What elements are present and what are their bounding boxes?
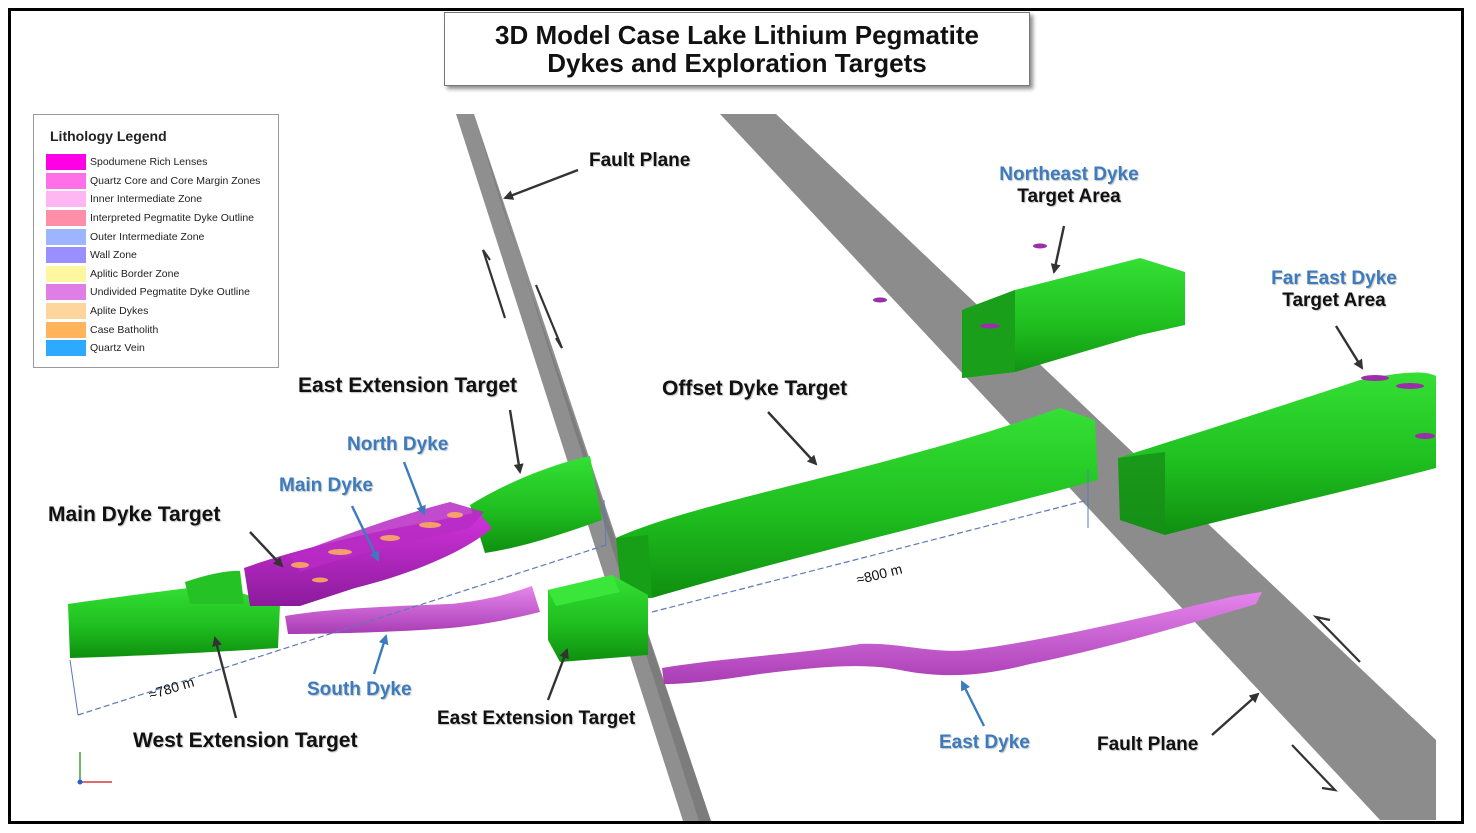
label-east-dyke: East Dyke [939, 732, 1030, 753]
label-west-extension: West Extension Target [133, 729, 358, 752]
legend-label: Quartz Core and Core Margin Zones [90, 174, 261, 187]
legend-label: Quartz Vein [90, 342, 145, 355]
measure-line-west [77, 544, 607, 716]
fault-movement-arrows [481, 249, 1361, 792]
south-dyke-body [285, 586, 540, 634]
legend-item: Spodumene Rich Lenses [46, 153, 260, 172]
legend-swatch [46, 303, 86, 320]
legend-item: Outer Intermediate Zone [46, 227, 260, 246]
legend-label: Aplite Dykes [90, 305, 149, 318]
label-far-east-target: Target Area [1282, 289, 1386, 311]
legend-item: Interpreted Pegmatite Dyke Outline [46, 209, 260, 228]
blue-pointer-arrows [350, 461, 986, 727]
northeast-dyke-block [962, 258, 1185, 378]
legend-swatch [46, 191, 86, 208]
label-far-east-dyke: Far East Dyke [1271, 268, 1397, 289]
title-line-2: Dykes and Exploration Targets [547, 48, 927, 78]
legend-label: Interpreted Pegmatite Dyke Outline [90, 212, 255, 225]
legend-swatch [46, 265, 86, 282]
legend-label: Case Batholith [90, 323, 159, 336]
main-dyke-spodumene-lenses [291, 512, 463, 583]
legend-swatch [46, 284, 86, 301]
label-offset-dyke: Offset Dyke Target [662, 377, 848, 400]
label-south-dyke: South Dyke [307, 679, 412, 700]
legend-label: Inner Intermediate Zone [90, 193, 203, 206]
legend-swatch [46, 340, 86, 357]
label-far-east-dyke-group: Far East Dyke Target Area [1258, 268, 1410, 312]
label-fault-plane-bottom: Fault Plane [1097, 734, 1199, 755]
legend-item: Inner Intermediate Zone [46, 190, 260, 209]
measure-line-east [651, 499, 1089, 613]
east-dyke-body [662, 592, 1262, 684]
legend-label: Wall Zone [90, 249, 137, 262]
label-east-extension-top: East Extension Target [298, 374, 518, 397]
legend-label: Undivided Pegmatite Dyke Outline [90, 286, 250, 299]
title-box: 3D Model Case Lake Lithium Pegmatite Dyk… [444, 12, 1030, 86]
east-extension-lower-block [548, 575, 648, 662]
legend-label: Outer Intermediate Zone [90, 230, 205, 243]
legend-swatch [46, 210, 86, 227]
measure-tick-west-left [69, 659, 79, 716]
west-extension-block [68, 570, 280, 658]
measure-tick-west-right [603, 499, 607, 546]
legend-item: Case Batholith [46, 320, 260, 339]
legend-swatch [46, 247, 86, 264]
label-east-extension-bottom: East Extension Target [437, 708, 636, 729]
legend-item: Aplite Dykes [46, 302, 260, 321]
axes-triad [77, 752, 112, 785]
legend-item: Quartz Core and Core Margin Zones [46, 172, 260, 191]
label-northeast-dyke: Northeast Dyke [999, 164, 1139, 185]
title-line-1: 3D Model Case Lake Lithium Pegmatite [494, 20, 979, 50]
legend-swatch [46, 154, 86, 171]
far-east-dyke-block [1118, 372, 1436, 535]
label-northeast-target: Target Area [1017, 185, 1121, 207]
legend-swatch [46, 228, 86, 245]
figure-border [8, 8, 1464, 824]
label-northeast-dyke-group: Northeast Dyke Target Area [985, 164, 1153, 208]
pegmatite-lenses [873, 243, 1435, 439]
label-main-dyke-target: Main Dyke Target [48, 503, 221, 526]
legend-item: Wall Zone [46, 246, 260, 265]
legend-item: Quartz Vein [46, 339, 260, 358]
legend-title: Lithology Legend [50, 128, 167, 144]
legend-swatch [46, 172, 86, 189]
label-main-dyke: Main Dyke [279, 475, 373, 496]
legend-label: Spodumene Rich Lenses [90, 156, 208, 169]
east-extension-upper-block [470, 456, 602, 553]
legend-item: Undivided Pegmatite Dyke Outline [46, 283, 260, 302]
legend-swatch [46, 321, 86, 338]
legend-label: Aplitic Border Zone [90, 267, 180, 280]
label-north-dyke: North Dyke [347, 434, 449, 455]
legend-item: Aplitic Border Zone [46, 265, 260, 284]
label-pointer-arrows [212, 168, 1364, 736]
label-fault-plane-top: Fault Plane [589, 150, 691, 171]
